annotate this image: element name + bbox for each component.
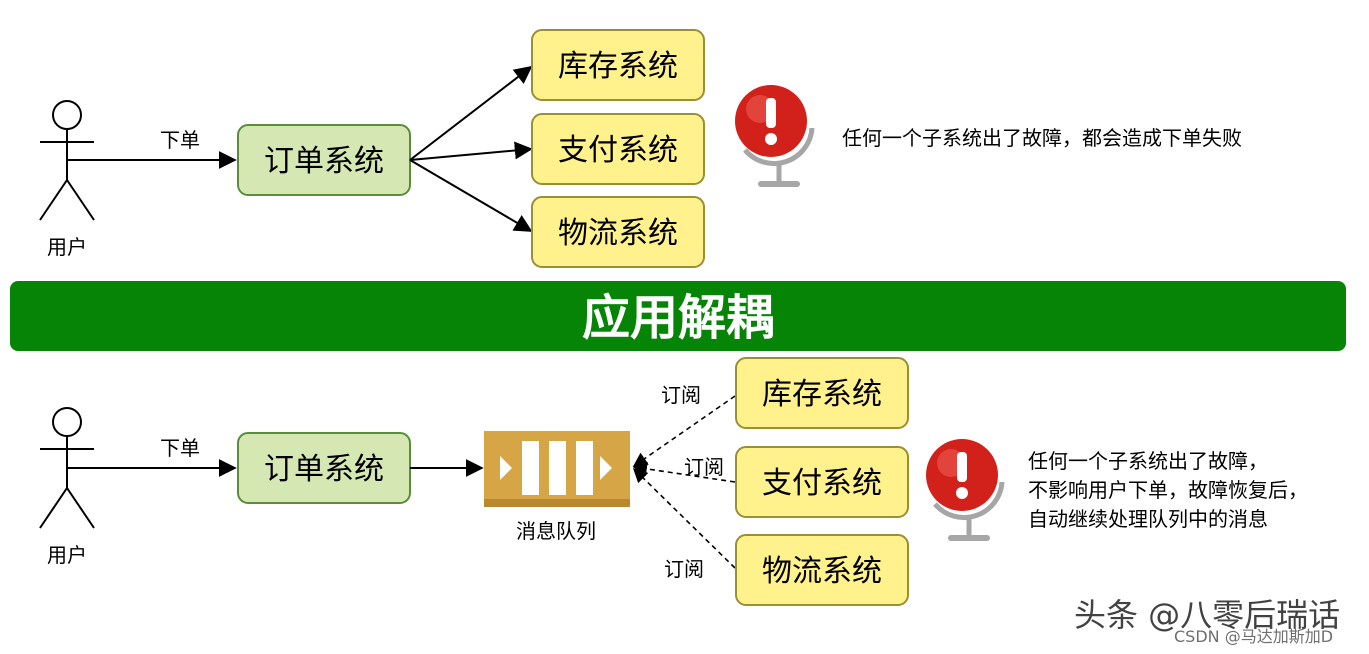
bottom-note-line-1: 任何一个子系统出了故障， [1028,449,1268,473]
bottom-inventory-system-label: 库存系统 [762,377,882,412]
bottom-section: 用户 下单 订单系统 消息队列 订阅 订阅 订阅 库存系 [39,357,1308,606]
top-payment-system-box[interactable]: 支付系统 [531,113,705,185]
top-logistics-system-box[interactable]: 物流系统 [531,196,705,268]
top-user-label: 用户 [47,235,87,259]
top-arrow-logistics [409,159,533,232]
subscribe-arrow-inventory [632,395,736,467]
subscribe-label-inventory: 订阅 [661,383,701,407]
message-queue-label: 消息队列 [516,519,596,543]
bottom-user-label: 用户 [47,543,87,567]
bottom-note-line-3: 自动继续处理队列中的消息 [1028,507,1268,531]
user-icon [39,407,95,529]
top-inventory-system-box[interactable]: 库存系统 [531,29,705,101]
bottom-order-label: 下单 [160,436,200,460]
bottom-order-system-box[interactable]: 订单系统 [237,432,411,504]
banner-title: 应用解耦 [582,290,774,346]
bottom-note-line-2: 不影响用户下单，故障恢复后， [1028,478,1308,502]
bottom-payment-system-box[interactable]: 支付系统 [735,446,909,518]
alert-globe-icon [926,439,1005,541]
bottom-payment-system-label: 支付系统 [762,466,882,501]
watermark: 头条 @八零后瑞话 CSDN @马达加斯加D [1074,596,1340,646]
alert-globe-icon [735,85,815,187]
bottom-order-system-label: 订单系统 [264,452,384,487]
subscribe-label-payment: 订阅 [684,455,724,479]
top-arrow-inventory [409,65,533,161]
bottom-inventory-system-box[interactable]: 库存系统 [735,357,909,429]
top-arrow-payment [409,141,533,161]
top-section: 用户 下单 订单系统 库存系统 支付系统 物流系统 [39,29,1242,268]
top-order-system-box[interactable]: 订单系统 [237,124,411,196]
bottom-logistics-system-box[interactable]: 物流系统 [735,534,909,606]
subscribe-label-logistics: 订阅 [664,557,704,581]
top-payment-system-label: 支付系统 [558,133,678,168]
top-inventory-system-label: 库存系统 [558,49,678,84]
top-logistics-system-label: 物流系统 [558,216,678,251]
watermark-main: 头条 @八零后瑞话 [1074,596,1340,634]
subscribe-arrow-payment [632,461,736,483]
watermark-sub: CSDN @马达加斯加D [1174,627,1333,646]
banner: 应用解耦 [10,281,1346,351]
top-order-system-label: 订单系统 [264,144,384,179]
top-failure-note: 任何一个子系统出了故障，都会造成下单失败 [842,126,1242,150]
user-icon [39,100,95,221]
bottom-logistics-system-label: 物流系统 [762,554,882,589]
message-queue-icon[interactable] [484,431,630,507]
subscribe-arrow-logistics [632,467,736,569]
top-order-label: 下单 [160,128,200,152]
